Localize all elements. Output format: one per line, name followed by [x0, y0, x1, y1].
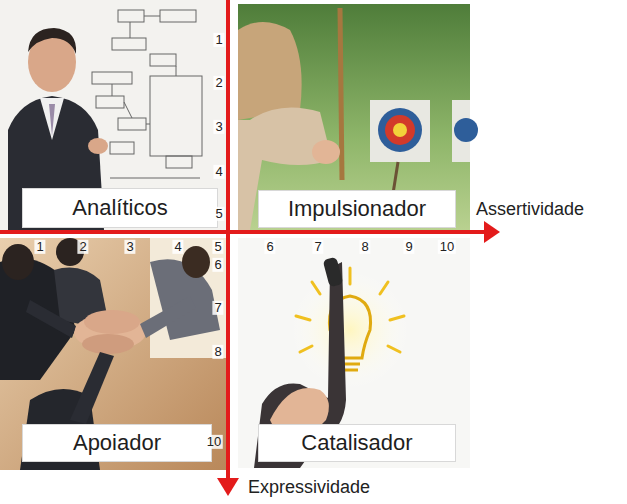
quadrant-title: Impulsionador: [288, 197, 426, 221]
scale-number: 2: [213, 76, 224, 90]
quadrant-label: Catalisador: [258, 424, 456, 462]
axis-arrows: [0, 0, 500, 496]
scale-number: 7: [312, 240, 323, 254]
scale-number: 6: [212, 258, 223, 272]
team-photo: [0, 238, 226, 470]
quadrant-label: Apoiador: [22, 424, 212, 462]
scale-number: 3: [124, 240, 135, 254]
scale-number: 9: [403, 240, 414, 254]
idea-photo: [238, 238, 470, 468]
quadrant-title: Catalisador: [301, 431, 412, 455]
axis-label: Expressividade: [248, 478, 370, 498]
quadrant-title: Analíticos: [72, 196, 167, 220]
scale-number: 5: [213, 207, 224, 221]
scale-number: 5: [212, 240, 223, 254]
archer-photo: [238, 4, 478, 230]
scale-number: 8: [212, 345, 223, 359]
scale-number: 10: [438, 240, 456, 254]
scale-number: 2: [77, 240, 88, 254]
axis-label: Assertividade: [476, 200, 584, 220]
scale-number: 4: [172, 240, 183, 254]
quadrant-label: Analíticos: [22, 188, 218, 228]
scale-number: 7: [212, 301, 223, 315]
scale-number: 10: [205, 435, 223, 449]
quadrant-title: Apoiador: [73, 431, 161, 455]
scale-number: 8: [359, 240, 370, 254]
scale-number: 6: [264, 240, 275, 254]
scale-number: 4: [213, 165, 224, 179]
scale-number: 1: [213, 33, 224, 47]
scale-number: 3: [213, 120, 224, 134]
analyst-photo: [0, 0, 226, 230]
quadrant-label: Impulsionador: [258, 190, 456, 228]
scale-number: 1: [34, 240, 45, 254]
